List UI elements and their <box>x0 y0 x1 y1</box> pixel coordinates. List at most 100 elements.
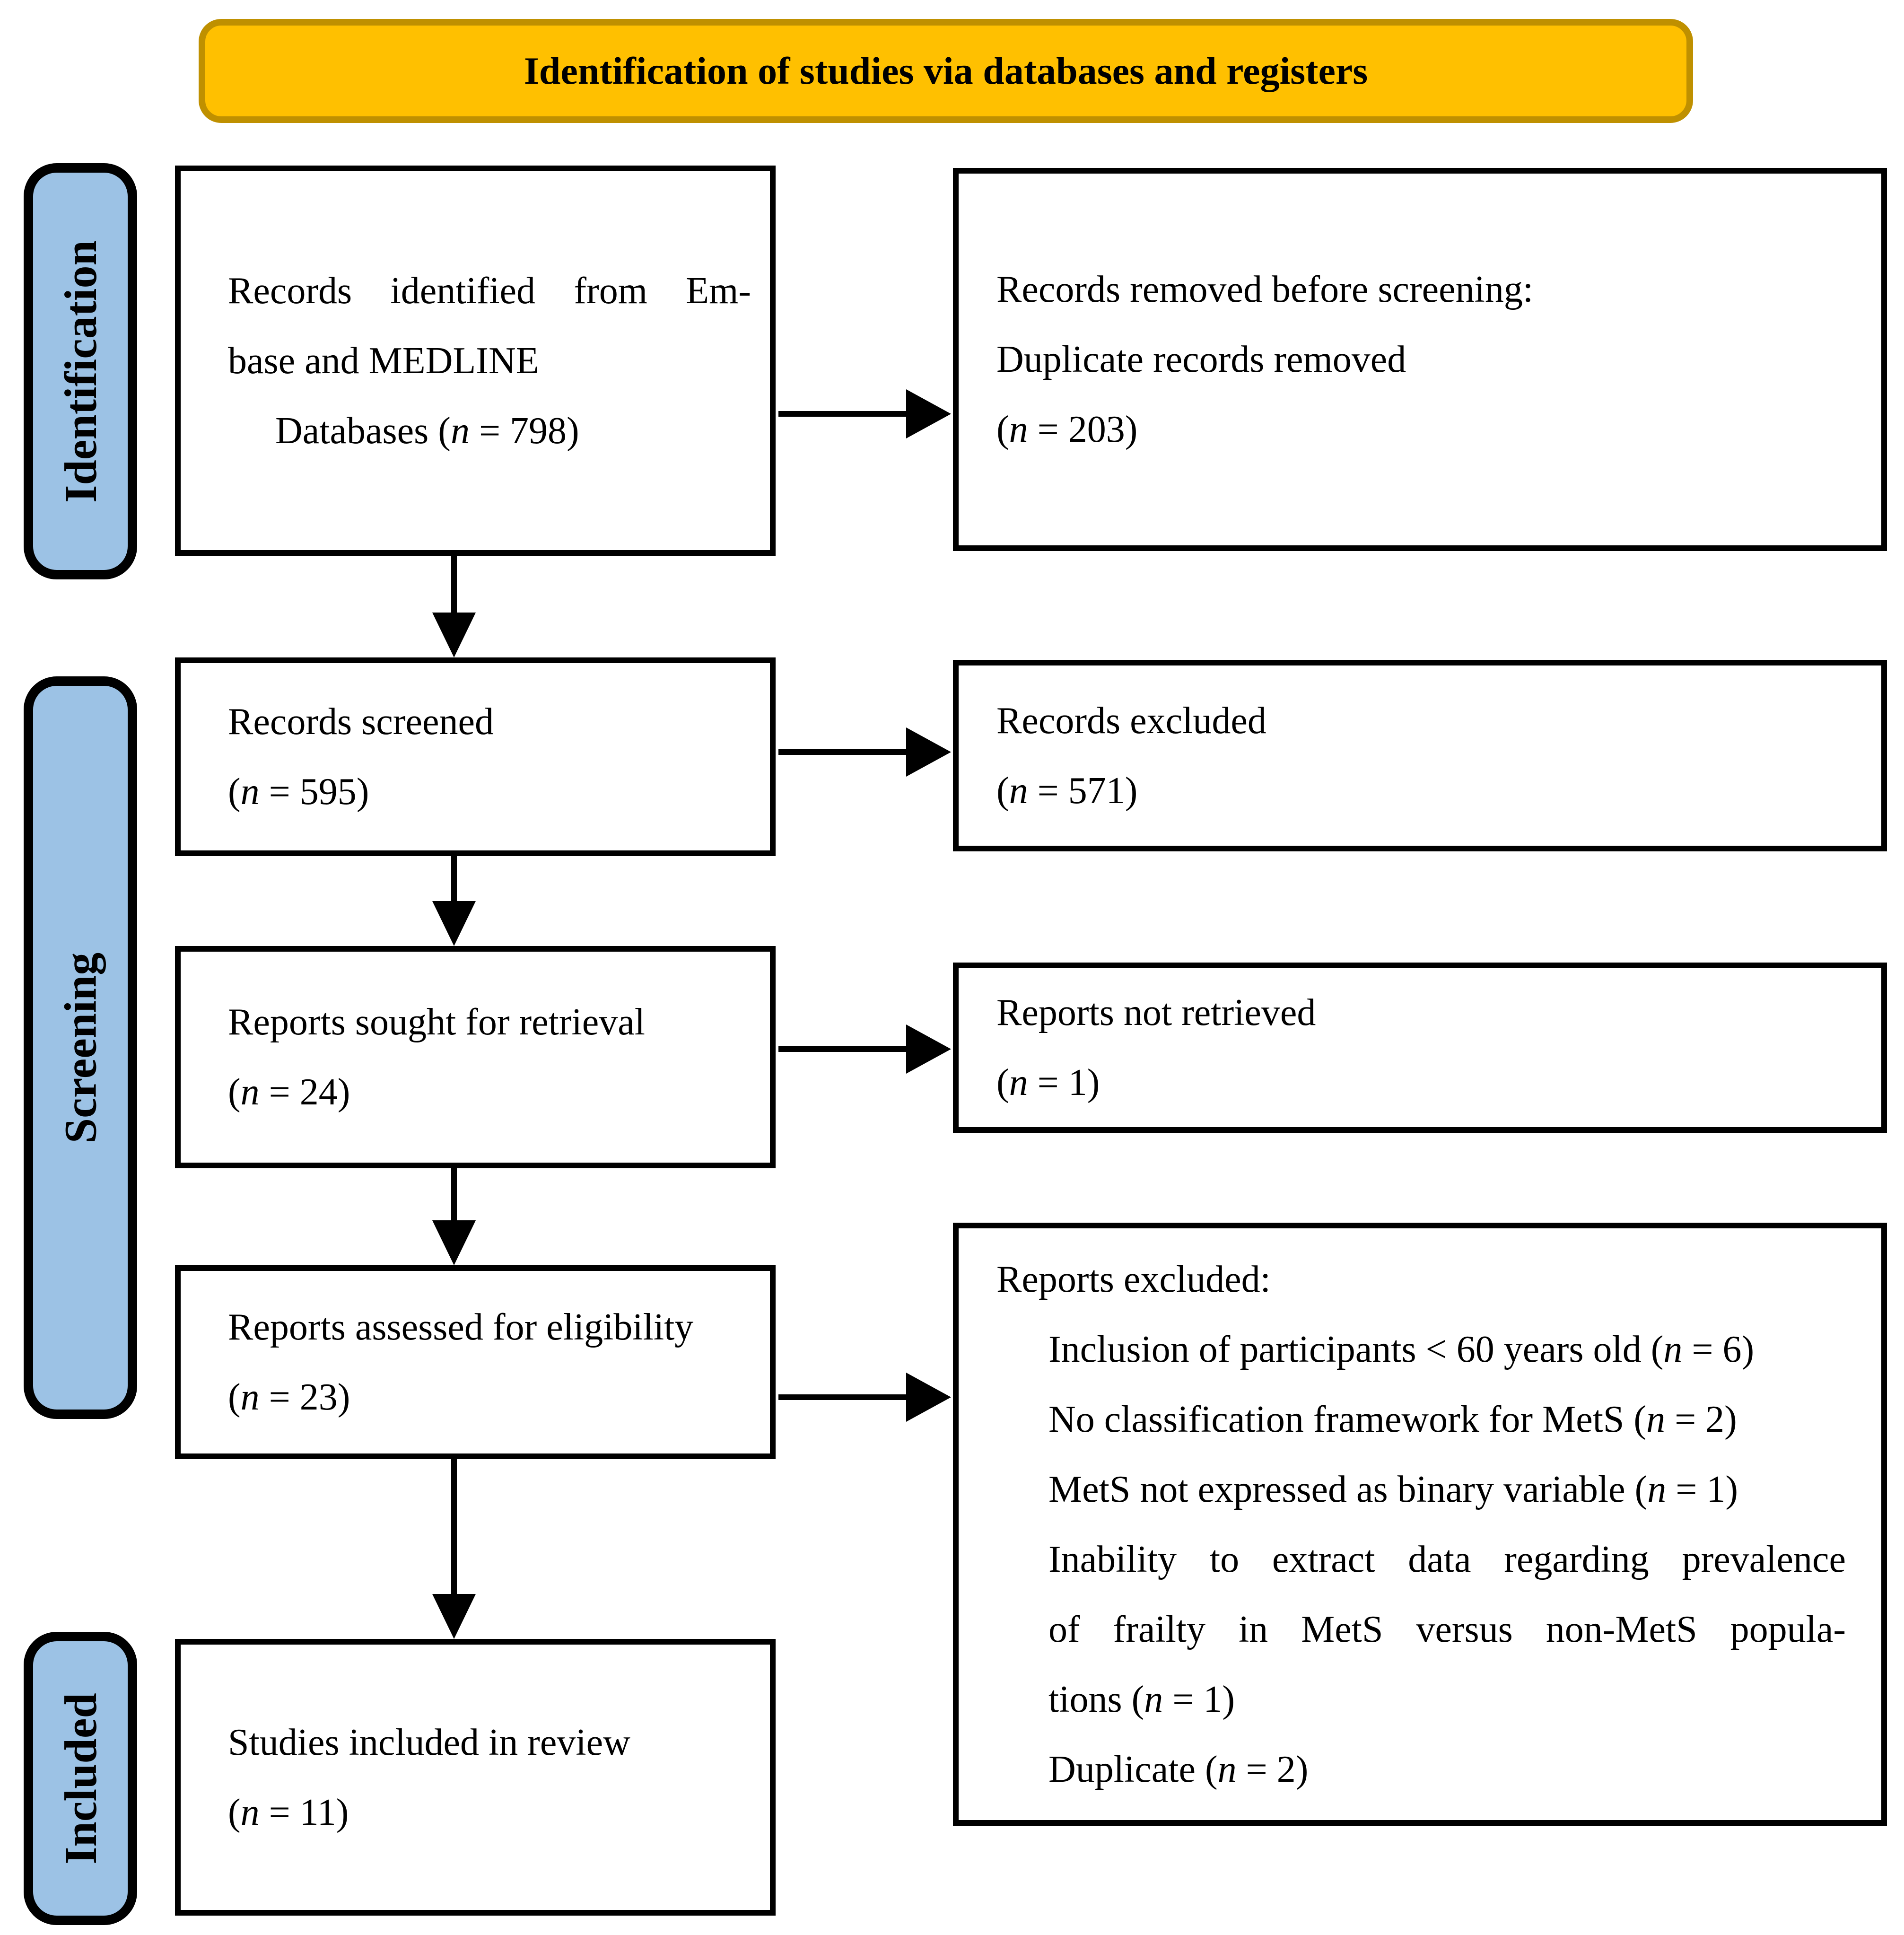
line-text: = 2) <box>1236 1748 1309 1790</box>
box-line: Reports excluded: <box>996 1244 1846 1314</box>
box-line: Duplicate (n = 2) <box>996 1734 1846 1804</box>
box-line: Reports assessed for eligibility <box>228 1292 751 1362</box>
arrow-down-icon <box>451 1168 457 1220</box>
line-text: Inclusion of participants < 60 years old… <box>1048 1328 1664 1370</box>
line-text: = 1) <box>1666 1468 1738 1510</box>
box-reports-sought: Reports sought for retrieval (n = 24) <box>175 946 776 1168</box>
line-text: ( <box>996 409 1009 450</box>
box-line: Reports not retrieved <box>996 978 1846 1048</box>
stage-label-included: Included <box>24 1632 137 1925</box>
box-line: Records screened <box>228 687 751 757</box>
italic-n: n <box>240 1071 260 1113</box>
line-text: = 1) <box>1028 1062 1100 1103</box>
arrow-right-icon <box>778 1046 906 1052</box>
box-line: Inclusion of participants < 60 years old… <box>996 1314 1846 1384</box>
line-text: = 1) <box>1163 1678 1235 1720</box>
box-line: Records excluded <box>996 686 1846 756</box>
line-text: ( <box>996 770 1009 812</box>
box-line: of frailty in MetS versus non-MetS popul… <box>996 1594 1846 1664</box>
box-reports-excluded: Reports excluded: Inclusion of participa… <box>953 1223 1887 1826</box>
box-line: (n = 11) <box>228 1777 751 1847</box>
italic-n: n <box>1663 1328 1683 1370</box>
line-text: Inability to extract data regarding prev… <box>1048 1538 1846 1580</box>
line-text: of frailty in MetS versus non-MetS popul… <box>1048 1608 1846 1650</box>
line-text: MetS not expressed as binary variable ( <box>1048 1468 1648 1510</box>
italic-n: n <box>1009 770 1028 812</box>
line-text: = 11) <box>259 1791 349 1833</box>
italic-n: n <box>1647 1468 1667 1510</box>
line-text: = 595) <box>259 771 369 813</box>
box-studies-included: Studies included in review (n = 11) <box>175 1639 776 1916</box>
line-text: Studies included in review <box>228 1721 630 1763</box>
italic-n: n <box>1144 1678 1163 1720</box>
stage-label-identification: Identification <box>24 163 137 579</box>
line-text: Records identified from Em- <box>228 270 751 312</box>
line-text: Records screened <box>228 701 494 743</box>
line-text: Reports sought for retrieval <box>228 1001 645 1043</box>
box-line: (n = 23) <box>228 1362 751 1432</box>
stage-label-screening: Screening <box>24 676 137 1419</box>
line-text: base and MEDLINE <box>228 340 539 382</box>
box-line: No classification framework for MetS (n … <box>996 1384 1846 1454</box>
box-line: Databases (n = 798) <box>228 396 751 466</box>
box-records-removed: Records removed before screening: Duplic… <box>953 168 1887 551</box>
page-title: Identification of studies via databases … <box>524 49 1368 92</box>
box-line: (n = 24) <box>228 1057 751 1127</box>
line-text: = 203) <box>1028 409 1138 450</box>
box-line: Records identified from Em- <box>228 256 751 326</box>
italic-n: n <box>240 771 260 813</box>
stage-label-included-text: Included <box>55 1692 106 1865</box>
box-line: (n = 203) <box>996 394 1846 464</box>
box-line: Reports sought for retrieval <box>228 987 751 1057</box>
line-text: Reports excluded: <box>996 1258 1271 1300</box>
line-text: ( <box>228 771 241 813</box>
box-line: Duplicate records removed <box>996 324 1846 394</box>
line-text: Databases ( <box>275 410 451 452</box>
stage-label-screening-text: Screening <box>55 952 106 1143</box>
italic-n: n <box>240 1791 260 1833</box>
arrow-down-icon <box>451 1459 457 1594</box>
line-text: ( <box>228 1071 241 1113</box>
box-line: Records removed before screening: <box>996 254 1846 324</box>
box-reports-assessed: Reports assessed for eligibility (n = 23… <box>175 1265 776 1459</box>
line-text: Records removed before screening: <box>996 269 1534 310</box>
box-records-screened: Records screened (n = 595) <box>175 657 776 856</box>
line-text: ( <box>228 1376 241 1418</box>
line-text: ( <box>228 1791 241 1833</box>
italic-n: n <box>1646 1398 1666 1440</box>
line-text: Reports not retrieved <box>996 992 1316 1033</box>
box-records-excluded: Records excluded (n = 571) <box>953 660 1887 851</box>
line-text: Records excluded <box>996 700 1266 742</box>
italic-n: n <box>240 1376 260 1418</box>
line-text: = 2) <box>1665 1398 1737 1440</box>
line-text: No classification framework for MetS ( <box>1048 1398 1647 1440</box>
line-text: Duplicate records removed <box>996 339 1406 380</box>
line-text: = 798) <box>469 410 579 452</box>
italic-n: n <box>1009 409 1028 450</box>
box-line: base and MEDLINE <box>228 326 751 396</box>
arrow-right-icon <box>778 749 906 755</box>
line-text: = 23) <box>259 1376 350 1418</box>
line-text: ( <box>996 1062 1009 1103</box>
arrow-down-icon <box>451 556 457 613</box>
box-line: MetS not expressed as binary variable (n… <box>996 1454 1846 1524</box>
box-line: Studies included in review <box>228 1707 751 1777</box>
line-text: Duplicate ( <box>1048 1748 1218 1790</box>
arrow-right-icon <box>778 1394 906 1400</box>
line-text: = 571) <box>1028 770 1138 812</box>
box-reports-not-retrieved: Reports not retrieved (n = 1) <box>953 963 1887 1133</box>
line-text: tions ( <box>1048 1678 1144 1720</box>
box-line: (n = 1) <box>996 1048 1846 1118</box>
header-banner: Identification of studies via databases … <box>199 19 1693 123</box>
line-text: Reports assessed for eligibility <box>228 1306 694 1348</box>
box-line: (n = 571) <box>996 756 1846 826</box>
stage-label-identification-text: Identification <box>55 240 106 503</box>
italic-n: n <box>1217 1748 1237 1790</box>
box-line: (n = 595) <box>228 757 751 827</box>
box-line: tions (n = 1) <box>996 1664 1846 1734</box>
box-line: Inability to extract data regarding prev… <box>996 1524 1846 1594</box>
arrow-down-icon <box>451 856 457 901</box>
box-records-identified: Records identified from Em- base and MED… <box>175 166 776 556</box>
arrow-right-icon <box>778 411 906 417</box>
